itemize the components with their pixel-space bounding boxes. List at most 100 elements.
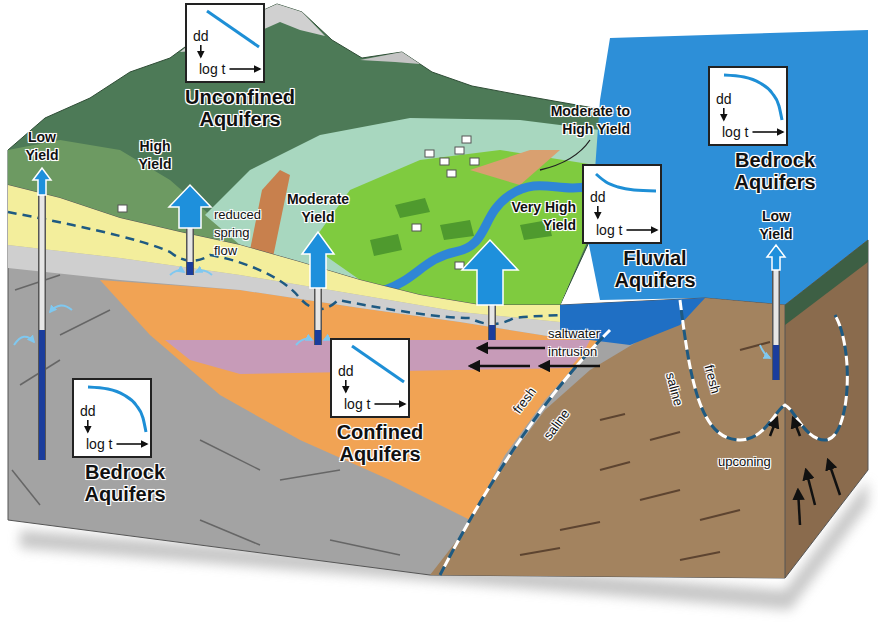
label-slot: Low Yield [12,128,72,164]
drawdown-curve [724,75,782,120]
label-slot: Low Yield [746,207,806,243]
inflow-arrow [196,271,212,275]
wells [42,195,776,460]
heading-slot: Bedrock Aquifers [70,461,180,505]
text-slot: log t [596,221,622,239]
water-table [8,212,560,324]
label-slot: Moderate Yield [273,190,363,226]
intrusion-arrow [540,365,600,368]
heading-slot: Confined Aquifers [325,421,435,465]
graph-box: dd log t [185,3,265,83]
yield-arrow [33,168,51,195]
fracture [12,470,40,505]
drawdown-curve [207,11,259,47]
axis-arrow [626,229,657,231]
text-slot: dd [80,402,96,420]
inflow-arrow [170,271,184,275]
upconing-arrow [770,418,777,436]
axis-label: log t [86,436,112,452]
side-forest [785,240,868,325]
axis-label: dd [590,189,606,205]
axis-arrow [200,45,202,57]
text-slot: dd [590,188,606,206]
label-slot: fresh [508,383,540,417]
upconing-interface [680,300,847,440]
yield-arrows [33,168,785,305]
label-slot: Very High Yield [496,198,576,234]
axis-arrow [597,206,599,218]
house [470,158,479,165]
unconfined-aquifer [8,185,560,322]
axis-label: dd [80,403,96,419]
yield-label: Moderate to High Yield [551,103,630,137]
water-type-label: fresh [702,363,724,395]
text-slot: dd [193,27,209,45]
heading-slot: Fluvial Aquifers [600,247,710,291]
strata-mark [640,490,680,500]
inflow-arrow [296,339,312,345]
process-label: upconing [718,454,771,469]
upconing-interface [680,300,847,440]
text-slot: log t [199,60,225,78]
house [455,262,464,269]
fracture [15,275,60,290]
graph-inset: dd log t Confined Aquifers [325,338,435,465]
aquifer-heading: Bedrock Aquifers [720,149,830,193]
yield-label: High Yield [139,138,172,172]
well-casing [40,195,45,460]
label-slot: upconing [718,452,788,470]
heading-slot: Unconfined Aquifers [175,86,305,130]
intrusion-arrow [478,347,545,350]
fracture [200,440,260,470]
strata-mark [600,462,630,470]
yield-arrow [462,240,518,305]
inflow-arrow [50,305,72,312]
label-slot: fresh [701,363,726,396]
upconing-arrow [793,418,800,436]
field [395,198,430,218]
aquifer-heading: Fluvial Aquifers [600,247,710,291]
yield-label: Low Yield [26,129,59,163]
axis-label: log t [199,61,225,77]
label-slot: Moderate to High Yield [520,102,630,138]
text-slot: log t [344,395,370,413]
strata-mark [520,548,560,555]
fracture [60,310,110,335]
axis-arrow [345,380,347,392]
label-slot: saline [539,405,574,443]
well-casing [490,305,495,340]
bedrock-section [8,185,785,578]
strata-mark [740,342,770,350]
heading-slot: Bedrock Aquifers [720,149,830,193]
mountain-peak [360,52,420,64]
strata-mark [600,414,625,420]
text-slot: log t [86,435,112,453]
upconing-arrow [806,470,815,505]
axis-arrow [116,443,147,445]
label-slot: saltwater intrusion [548,324,628,360]
well-screen [773,345,779,380]
upconing-arrow [828,460,840,495]
axis-label: dd [193,28,209,44]
house [425,150,434,157]
label-slot: reduced spring flow [214,205,274,259]
well-casing [314,288,322,345]
water-type-label: saline [663,371,686,408]
axis-label: log t [344,396,370,412]
graph-box: dd log t [582,164,662,244]
axis-label: dd [338,363,354,379]
house [447,170,456,177]
inflow-arrow [14,337,34,345]
fracture [280,470,340,480]
freshwater-saline-interface [440,330,610,575]
yield-arrow [302,232,334,288]
axis-arrow [229,68,260,70]
well-casing [188,228,193,275]
label-slot: saline [662,370,688,407]
axis-arrow [723,108,725,120]
strata-mark [700,510,740,520]
well-screen [315,330,321,345]
house [440,158,449,165]
fracture [330,540,400,555]
